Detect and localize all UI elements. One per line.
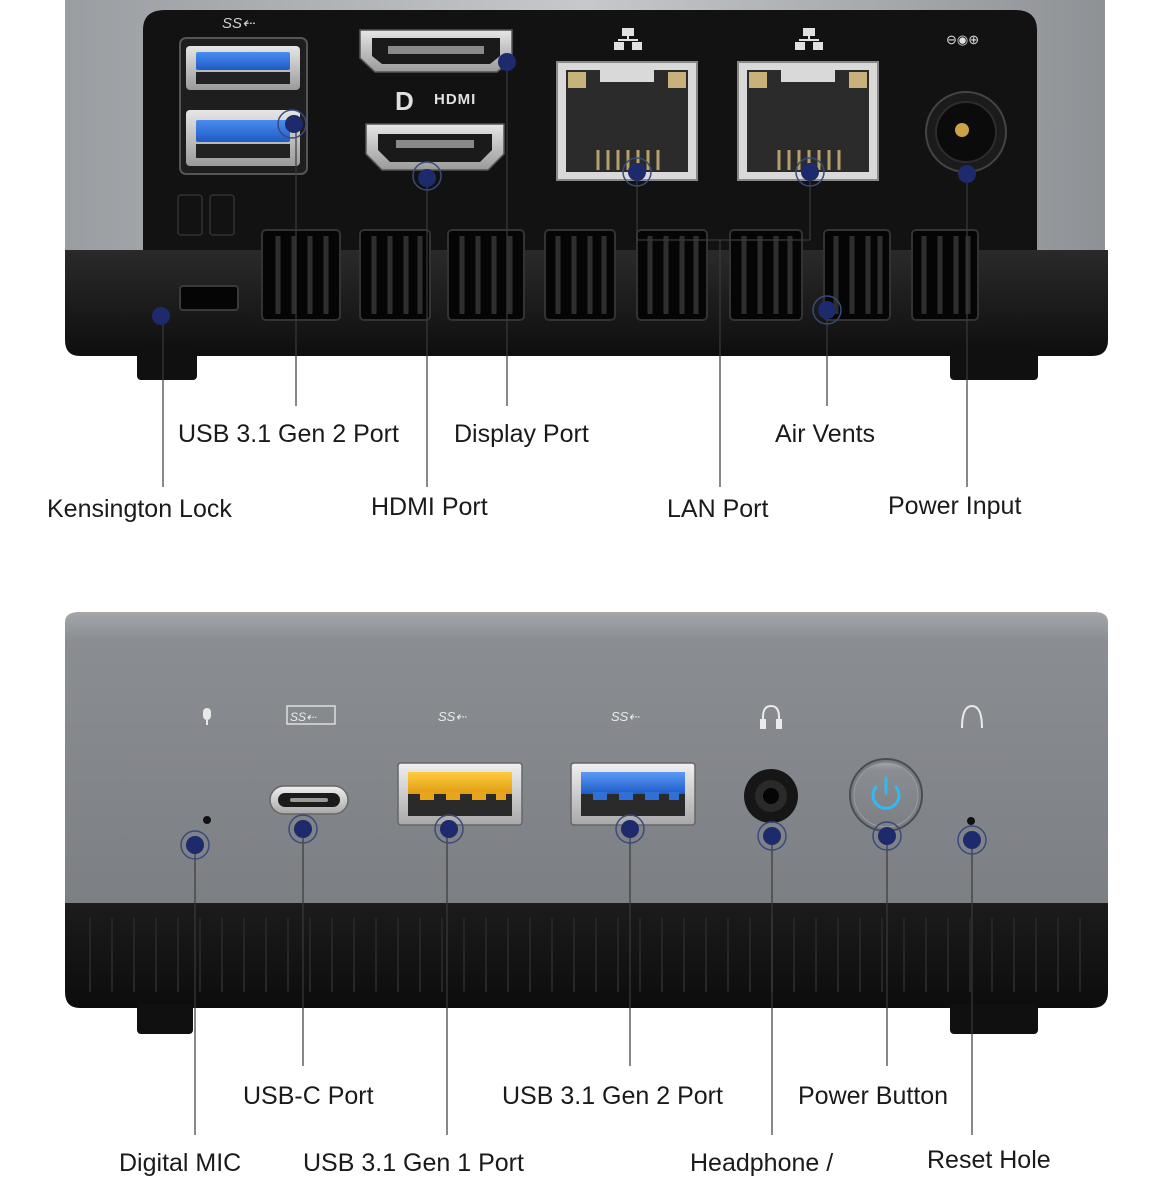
hdmi-logo: HDMI [434, 91, 476, 108]
label-rear-usb-31-gen2: USB 3.1 Gen 2 Port [178, 420, 399, 448]
rear-callouts [152, 53, 976, 487]
lan-port-2 [737, 61, 879, 181]
label-kensington-lock: Kensington Lock [47, 495, 232, 523]
rear-device-illustration: SS⇠ D HDMI ⊖◉⊕ [65, 0, 1108, 380]
usb-gen2-ss-mark: SS⇠ [611, 709, 640, 724]
displayport-connector [359, 29, 513, 73]
label-reset-hole: Reset Hole [927, 1146, 1051, 1174]
front-foot-left [137, 1004, 193, 1034]
usb-c-port [269, 785, 349, 815]
reset-hole [967, 817, 975, 825]
headphone-icon [760, 704, 782, 729]
front-base-ribs [89, 918, 1081, 992]
mic-hole [203, 816, 211, 824]
air-vents [261, 229, 979, 321]
rear-foot-right [950, 350, 1038, 380]
label-usb-c-port: USB-C Port [243, 1082, 374, 1110]
rear-vent-texture [177, 194, 235, 236]
front-case-face [65, 612, 1108, 905]
headphone-jack [744, 769, 798, 823]
usb-c-ss-mark: SS⇠ [290, 710, 317, 724]
power-button [849, 758, 923, 832]
network-icon [614, 28, 823, 50]
rear-usb-ports [179, 37, 308, 175]
label-front-usb-31-gen2: USB 3.1 Gen 2 Port [502, 1082, 723, 1110]
usb-31-gen1-port [397, 762, 523, 826]
label-usb-31-gen1: USB 3.1 Gen 1 Port [303, 1149, 524, 1177]
front-callouts [180, 814, 987, 1135]
rear-foot-left [137, 350, 197, 380]
front-rubber-base [65, 903, 1108, 1008]
hdmi-connector [365, 123, 505, 171]
rear-usb-ss-mark: SS⇠ [222, 15, 256, 32]
label-hdmi-port: HDMI Port [371, 493, 488, 521]
usb-c-ss-icon [286, 705, 336, 725]
label-power-input: Power Input [888, 492, 1022, 520]
kensington-lock-slot [179, 285, 239, 311]
rear-callout-dots [152, 53, 976, 325]
label-display-port: Display Port [454, 420, 589, 448]
label-headphone: Headphone / [690, 1149, 834, 1177]
front-callout-dots [180, 814, 987, 860]
label-air-vents: Air Vents [775, 420, 876, 448]
usb-gen1-ss-mark: SS⇠ [438, 709, 467, 724]
label-power-button: Power Button [798, 1082, 949, 1110]
front-device-illustration: SS⇠ SS⇠ SS⇠ [65, 612, 1108, 1034]
microphone-icon [203, 708, 211, 725]
reset-icon [961, 704, 983, 729]
displayport-logo: D [395, 86, 414, 116]
label-lan-port: LAN Port [667, 495, 769, 523]
usb-31-gen2-front-port [570, 762, 696, 826]
dc-polarity-icon: ⊖◉⊕ [946, 32, 979, 47]
power-icon [871, 785, 901, 810]
lan-port-1 [556, 61, 698, 181]
label-digital-mic: Digital MIC [119, 1149, 242, 1177]
